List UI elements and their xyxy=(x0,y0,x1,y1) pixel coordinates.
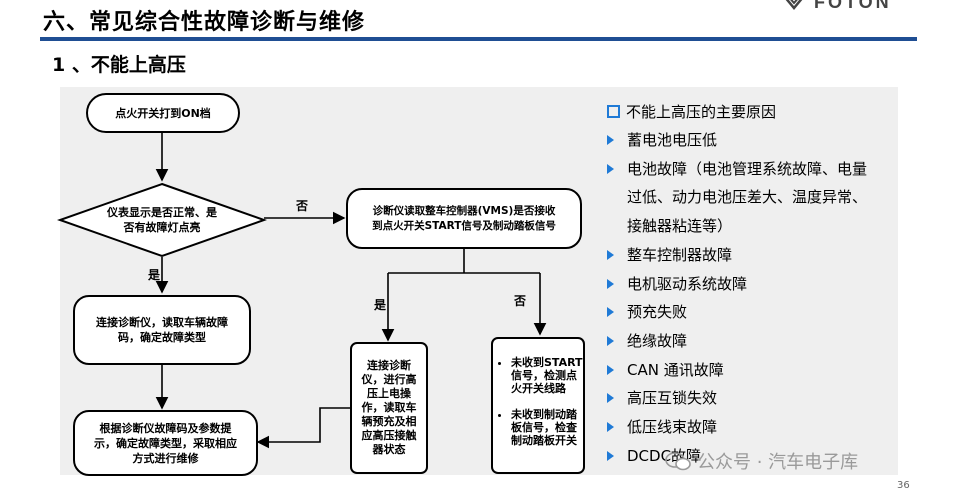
watermark: 公众号 · 汽车电子库 xyxy=(665,448,858,474)
foton-logo: FOTON xyxy=(785,0,892,12)
start-node: 点火开关打到ON档 xyxy=(86,93,240,133)
slide-title: 六、常见综合性故障诊断与维修 xyxy=(43,10,366,35)
causes-title: 不能上高压的主要原因 xyxy=(607,101,776,122)
section-subtitle: 1 、不能上高压 xyxy=(52,54,186,76)
not-received-node: 未收到START信号，检测点火开关线路 未收到制动踏板信号，检查制动踏板开关 xyxy=(491,337,585,474)
hv-check-node: 连接诊断 仪，进行高 压上电操 作，读取车 辆预充及相 应高压接触 器状态 xyxy=(350,342,428,474)
not-received-start: 未收到START信号，检测点火开关线路 xyxy=(511,356,585,395)
decision-diamond xyxy=(56,182,268,258)
decision-no-label: 否 xyxy=(296,199,309,213)
arrow-bullet-icon xyxy=(607,249,614,260)
watermark-text: 公众号 · 汽车电子库 xyxy=(697,452,859,473)
cause-item: 高压互锁失效 xyxy=(607,384,867,413)
cause-item: 低压线束故障 xyxy=(607,413,867,442)
cause-item: 蓄电池电压低 xyxy=(607,126,867,155)
cause-item: 预充失败 xyxy=(607,298,867,327)
arrow-bullet-icon xyxy=(607,135,614,145)
cause-item: 绝缘故障 xyxy=(607,327,867,356)
title-rule xyxy=(40,37,917,41)
vms-yes-label: 是 xyxy=(374,298,387,312)
causes-title-text: 不能上高压的主要原因 xyxy=(626,103,777,121)
svg-text:FOTON: FOTON xyxy=(814,0,892,12)
page-number: 36 xyxy=(897,480,910,491)
cause-item: 电池故障（电池管理系统故障、电量 过低、动力电池压差大、温度异常、 接触器粘连等… xyxy=(607,155,867,241)
decision-yes-label: 是 xyxy=(148,268,161,282)
causes-list: 蓄电池电压低 电池故障（电池管理系统故障、电量 过低、动力电池压差大、温度异常、… xyxy=(607,126,867,470)
repair-node: 根据诊断仪故障码及参数提 示，确定故障类型，采取相应 方式进行维修 xyxy=(73,410,258,476)
arrow-bullet-icon xyxy=(607,450,614,461)
square-bullet-icon xyxy=(607,105,620,118)
wechat-icon xyxy=(665,452,691,471)
arrow-bullet-icon xyxy=(607,364,614,375)
cause-item: 整车控制器故障 xyxy=(607,241,867,270)
arrow-bullet-icon xyxy=(607,393,614,404)
cause-item: 电机驱动系统故障 xyxy=(607,270,867,299)
read-codes-node: 连接诊断仪，读取车辆故障 码，确定故障类型 xyxy=(73,295,251,365)
arrow-bullet-icon xyxy=(607,307,614,318)
arrow-bullet-icon xyxy=(607,335,614,346)
decision-text: 仪表显示是否正常、是 否有故障灯点亮 xyxy=(107,206,217,234)
not-received-brake: 未收到制动踏板信号，检查制动踏板开关 xyxy=(511,408,585,447)
not-received-list: 未收到START信号，检测点火开关线路 未收到制动踏板信号，检查制动踏板开关 xyxy=(497,343,585,460)
arrow-bullet-icon xyxy=(607,163,614,174)
arrow-bullet-icon xyxy=(607,422,614,433)
read-vms-node: 诊断仪读取整车控制器(VMS)是否接收 到点火开关START信号及制动踏板信号 xyxy=(346,188,582,249)
arrow-bullet-icon xyxy=(607,278,614,289)
vms-no-label: 否 xyxy=(514,294,527,308)
cause-item: CAN 通讯故障 xyxy=(607,356,867,385)
